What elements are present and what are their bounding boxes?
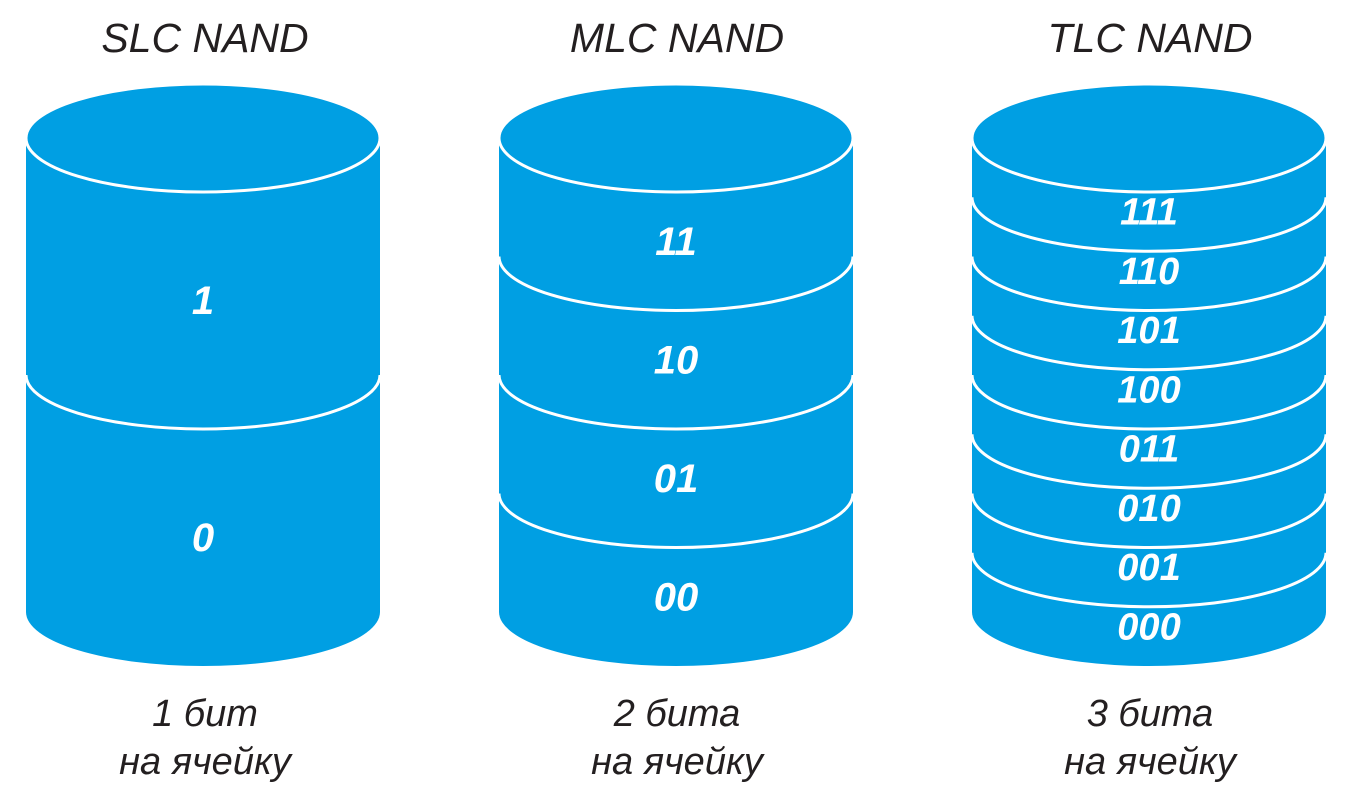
slc-caption-line2: на ячейку — [119, 741, 293, 783]
layer-separator — [497, 374, 855, 431]
mlc-caption-line2: на ячейку — [591, 741, 765, 783]
layer-separator — [970, 256, 1328, 312]
level-label: 010 — [1117, 488, 1180, 530]
level-label: 101 — [1117, 310, 1180, 352]
level-label: 11 — [655, 220, 697, 264]
level-label: 100 — [1117, 369, 1180, 411]
layer-separator — [970, 197, 1328, 253]
level-label: 011 — [1119, 429, 1180, 471]
mlc-column: MLC NAND 11 10 01 00 2 бита на ячейку — [497, 15, 855, 783]
layer-separator — [24, 374, 382, 431]
tlc-column: TLC NAND 111 110 101 100 011 010 001 000 3 бита… — [970, 15, 1328, 783]
cylinder-top-cap — [497, 82, 855, 194]
cylinder-body — [972, 138, 1326, 666]
layer-separator — [970, 434, 1328, 490]
tlc-caption-line1: 3 бита — [1087, 693, 1214, 735]
level-label: 00 — [654, 575, 699, 619]
tlc-caption-line2: на ячейку — [1064, 741, 1238, 783]
layer-separator — [497, 493, 855, 549]
layer-separator — [970, 552, 1328, 609]
mlc-title: MLC NAND — [570, 15, 784, 61]
layer-separator — [970, 493, 1328, 549]
layer-separator — [970, 315, 1328, 372]
level-label: 000 — [1117, 606, 1180, 648]
tlc-cylinder: 111 110 101 100 011 010 001 000 — [970, 82, 1328, 666]
layer-separator — [497, 256, 855, 312]
slc-caption-line1: 1 бит — [152, 693, 258, 735]
level-label: 1 — [192, 279, 214, 323]
mlc-caption-line1: 2 бита — [613, 693, 741, 735]
mlc-cylinder: 11 10 01 00 — [497, 82, 855, 666]
slc-column: SLC NAND 10 1 бит на ячейку — [24, 15, 382, 783]
level-label: 111 — [1120, 192, 1178, 234]
slc-title: SLC NAND — [101, 15, 308, 61]
cylinder-top-cap — [970, 82, 1328, 194]
cylinder-top-cap — [24, 82, 382, 194]
level-label: 0 — [192, 516, 214, 560]
slc-cylinder: 10 — [24, 82, 382, 666]
level-label: 001 — [1117, 547, 1180, 589]
cylinder-body — [499, 138, 853, 666]
level-label: 01 — [654, 457, 699, 501]
level-label: 110 — [1119, 251, 1180, 293]
level-label: 10 — [654, 338, 699, 382]
cylinder-body — [26, 138, 380, 666]
tlc-title: TLC NAND — [1047, 15, 1252, 61]
layer-separator — [970, 374, 1328, 431]
